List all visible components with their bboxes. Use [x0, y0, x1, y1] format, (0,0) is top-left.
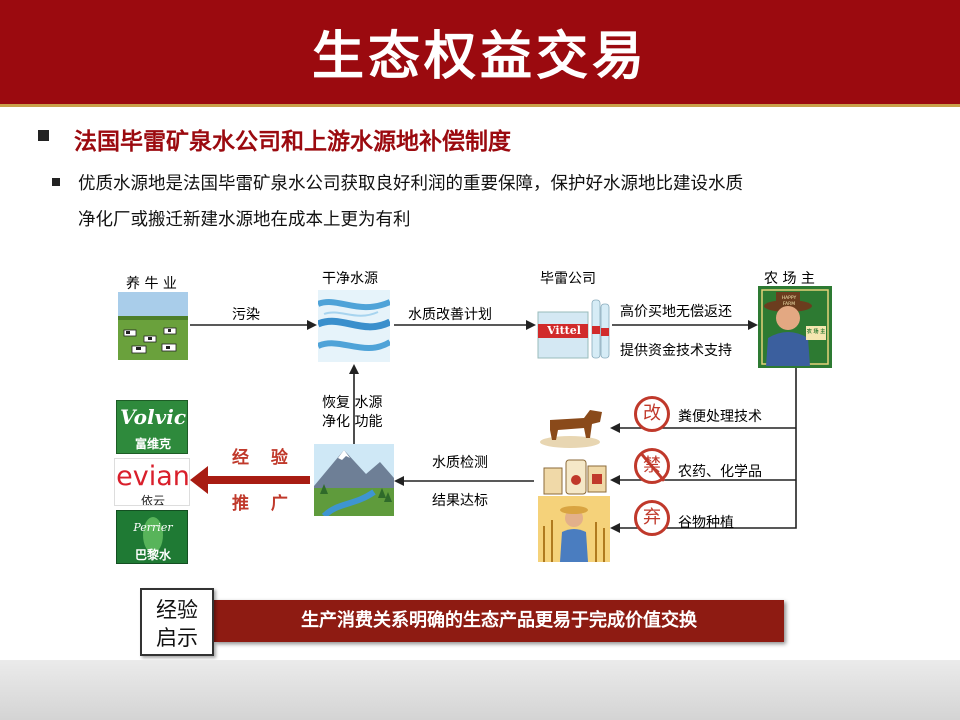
mountain-landscape-image — [314, 444, 394, 516]
promote-label-1: 经 验 — [232, 448, 296, 468]
footer-band — [0, 660, 960, 720]
vittel-product-image: Vittel — [536, 290, 610, 360]
action-icon-ban: 禁 — [634, 448, 670, 484]
volvic-wordmark: Volvic — [119, 405, 186, 429]
action-text-2: 农药、化学品 — [678, 464, 762, 480]
action-icon-reform: 改 — [634, 396, 670, 432]
edge-label-restore-2: 净化 功能 — [322, 414, 383, 430]
farmer-hat-text: HAPPY FARM — [781, 296, 797, 307]
pesticide-icon — [540, 456, 610, 496]
action-text-3: 谷物种植 — [678, 515, 734, 531]
action-glyph-1: 改 — [643, 403, 661, 424]
takeaway-banner: 生产消费关系明确的生态产品更易于完成价值交换 — [214, 600, 784, 642]
perrier-logo: Perrier 巴黎水 — [116, 510, 188, 564]
action-icon-abandon: 弃 — [634, 500, 670, 536]
edge-label-water-test: 水质检测 — [432, 455, 488, 471]
takeaway-box-line-1: 经验 — [156, 598, 198, 622]
clean-water-image — [318, 290, 390, 362]
takeaway-box: 经验 启示 — [140, 588, 214, 656]
title-divider — [0, 104, 960, 107]
bullet-line-1: 优质水源地是法国毕雷矿泉水公司获取良好利润的重要保障，保护好水源地比建设水质 — [78, 174, 743, 194]
node-label-farmer: 农 场 主 — [764, 271, 815, 287]
takeaway-box-line-2: 启示 — [156, 626, 198, 650]
action-glyph-3: 弃 — [643, 507, 661, 528]
volvic-cn: 富维克 — [134, 437, 171, 451]
arrow-promote — [190, 466, 310, 494]
edge-label-water-plan: 水质改善计划 — [408, 307, 492, 323]
cattle-pasture-image — [118, 292, 188, 360]
evian-logo: evian 依云 — [114, 458, 190, 506]
evian-cn: 依云 — [140, 494, 165, 506]
title-bar: 生态权益交易 — [0, 0, 960, 104]
grain-farmer-icon — [538, 496, 610, 562]
edge-label-buy-land: 高价买地无偿返还 — [620, 304, 732, 320]
node-label-vittel: 毕雷公司 — [540, 271, 596, 287]
vittel-logo: Vittel — [547, 324, 581, 337]
cow-icon — [540, 400, 610, 450]
section-heading: 法国毕雷矿泉水公司和上游水源地补偿制度 — [74, 129, 511, 155]
evian-wordmark: evian — [116, 461, 190, 492]
arrow-farmer-down — [610, 368, 797, 533]
volvic-logo: Volvic 富维克 — [116, 400, 188, 454]
bullet-line-2: 净化厂或搬迁新建水源地在成本上更为有利 — [78, 210, 411, 230]
edge-label-pollution: 污染 — [232, 307, 260, 323]
page-title: 生态权益交易 — [311, 27, 648, 87]
farmer-image: HAPPY FARM 农 场 主 — [758, 286, 832, 368]
promote-label-2: 推 广 — [232, 494, 296, 514]
action-text-1: 粪便处理技术 — [678, 409, 762, 425]
section-bullet-icon — [38, 130, 49, 141]
perrier-cn: 巴黎水 — [134, 548, 171, 562]
text-bullet-icon — [52, 178, 60, 186]
node-label-cattle: 养 牛 业 — [126, 276, 177, 292]
perrier-wordmark: Perrier — [133, 521, 173, 534]
farmer-sign: 农 场 主 — [806, 329, 826, 335]
edge-label-restore-1: 恢复 水源 — [322, 395, 383, 411]
edge-label-funding: 提供资金技术支持 — [620, 343, 732, 359]
node-label-clean-water: 干净水源 — [322, 271, 378, 287]
edge-label-result: 结果达标 — [432, 493, 488, 509]
